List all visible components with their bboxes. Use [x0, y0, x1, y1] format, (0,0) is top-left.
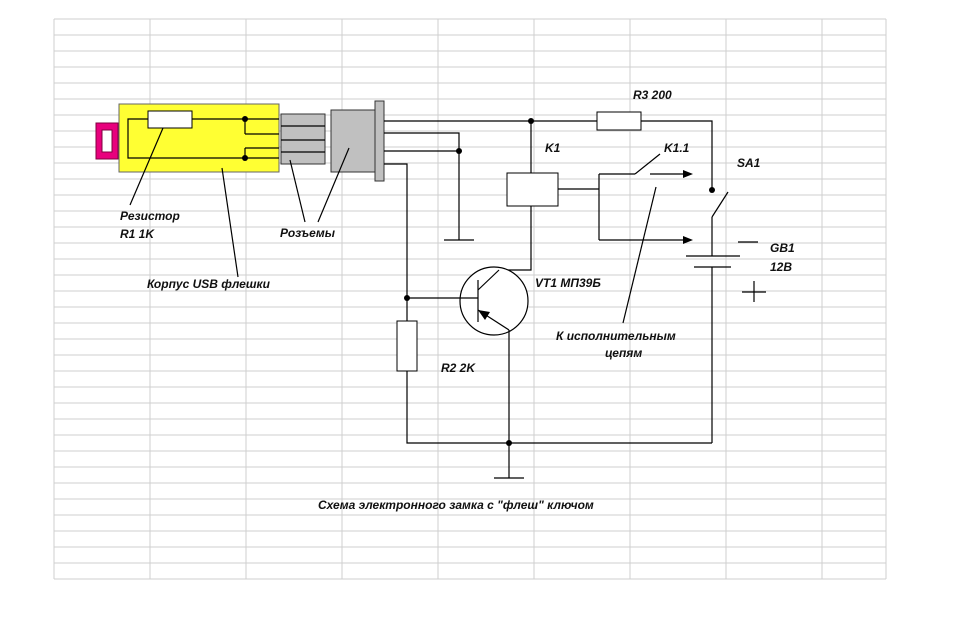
label-vt1: VT1 МП39Б: [535, 276, 601, 290]
label-sa1: SA1: [737, 156, 761, 170]
resistor-r3: [596, 111, 642, 131]
label-r3: R3 200: [633, 88, 672, 102]
usb-node-2: [242, 155, 248, 161]
label-k11: K1.1: [664, 141, 690, 155]
leader-connector-2: [317, 147, 350, 223]
usb-plug-slot: [101, 129, 113, 153]
node-base: [404, 295, 410, 301]
leader-exec: [622, 186, 657, 324]
relay-k1: [506, 172, 559, 207]
label-k1: K1: [545, 141, 561, 155]
leader-resistor: [129, 127, 164, 206]
label-usb-body: Корпус USB флешки: [147, 277, 271, 291]
arrow-exec-2: [683, 236, 693, 244]
node-emitter-gnd: [506, 440, 512, 446]
sa1-blade: [711, 191, 729, 218]
label-exec-line1: К исполнительным: [556, 329, 676, 343]
arrow-exec-1: [683, 170, 693, 178]
wire-gnd-connector: [384, 132, 460, 240]
label-connectors: Розъемы: [280, 226, 336, 240]
label-resistor-value: R1 1K: [120, 227, 155, 241]
k11-switch-blade: [634, 153, 661, 175]
connector-female: [330, 109, 377, 173]
label-r2: R2 2K: [441, 361, 476, 375]
resistor-r1: [147, 110, 193, 129]
label-exec-line2: цепям: [605, 346, 642, 360]
resistor-r2: [396, 320, 418, 372]
leader-usb-body: [221, 167, 239, 278]
usb-wire-left: [127, 118, 245, 159]
wire-k1-collector: [499, 206, 532, 271]
vt1-collector: [477, 269, 500, 291]
leader-connector-1: [289, 159, 306, 223]
connector-flange: [374, 100, 385, 182]
caption: Схема электронного замка с "флеш" ключом: [318, 498, 594, 512]
sa1-node: [709, 187, 715, 193]
connector-male: [280, 113, 326, 165]
vt1-emitter-arrow: [478, 310, 490, 320]
label-gb1: GB1: [770, 241, 795, 255]
transistor-vt1: [459, 266, 529, 336]
usb-node-1: [242, 116, 248, 122]
label-resistor-title: Резистор: [120, 209, 180, 223]
usb-body: [118, 103, 280, 173]
wire-r3-right: [641, 120, 713, 190]
wire-r2-bottom: [406, 371, 712, 444]
node-gnd-connector: [456, 148, 462, 154]
wire-to-base: [384, 163, 408, 321]
label-gb1-voltage: 12В: [770, 260, 792, 274]
background-grid: [53, 18, 887, 580]
